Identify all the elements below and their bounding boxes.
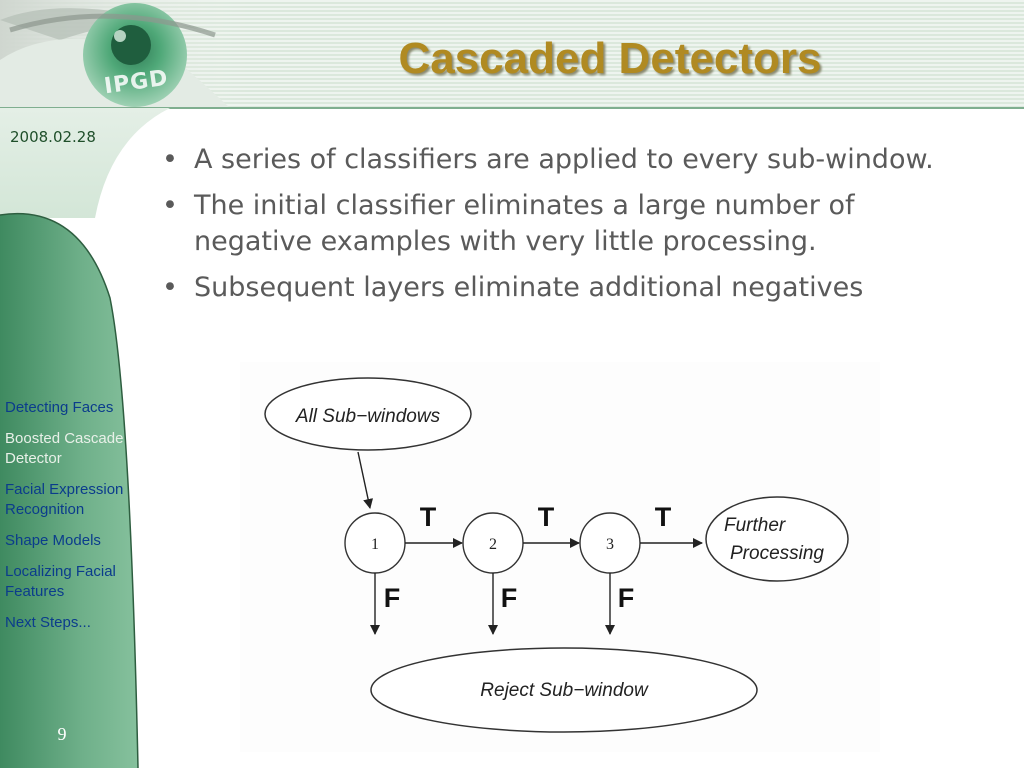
node-1-label: 1 [371, 536, 379, 553]
nav-item-detecting-faces[interactable]: Detecting Faces [5, 399, 114, 416]
nav-item-facial-expression-recognition[interactable]: Facial Expression Recognition [5, 481, 124, 518]
sidebar-background [0, 108, 170, 768]
true-label-3: T [655, 502, 672, 532]
slide-date: 2008.02.28 [10, 128, 96, 146]
nav-item-shape-models[interactable]: Shape Models [5, 532, 101, 549]
eye-logo [0, 0, 250, 108]
bullet-dot: • [162, 272, 178, 303]
slide-title: Cascaded Detectors [398, 34, 822, 83]
bullet-dot: • [162, 190, 178, 221]
true-label-2: T [538, 502, 555, 532]
nav-item-localizing-facial-features[interactable]: Localizing Facial Features [5, 563, 116, 600]
reject-label: Reject Sub−window [480, 680, 649, 701]
output-label-line1: Further [724, 515, 786, 536]
header-divider [0, 107, 1024, 109]
bullet-item: • A series of classifiers are applied to… [160, 142, 970, 178]
false-label-2: F [501, 583, 518, 613]
input-label: All Sub−windows [295, 406, 441, 427]
true-label-1: T [420, 502, 437, 532]
bullet-text: A series of classifiers are applied to e… [194, 144, 934, 175]
page-number: 9 [57, 724, 67, 744]
node-3-label: 3 [606, 536, 614, 553]
reject-ellipse [370, 647, 758, 733]
false-label-1: F [384, 583, 401, 613]
node-2-label: 2 [489, 536, 497, 553]
bullet-item: • Subsequent layers eliminate additional… [160, 270, 970, 306]
output-ellipse [705, 496, 849, 582]
cascade-diagram: All Sub−windows 1 2 3 T T T Further Proc… [240, 362, 880, 752]
bullet-list: • A series of classifiers are applied to… [160, 142, 970, 316]
bullet-dot: • [162, 144, 178, 175]
input-ellipse [264, 377, 472, 451]
nav-item-next-steps[interactable]: Next Steps... [5, 614, 91, 631]
arrow-input-to-node1 [357, 451, 374, 509]
false-label-3: F [618, 583, 635, 613]
bullet-text: Subsequent layers eliminate additional n… [194, 272, 864, 303]
output-label-line2: Processing [730, 543, 824, 564]
sidebar-nav: Detecting Faces Boosted Cascade Detector… [5, 398, 131, 644]
bullet-text: The initial classifier eliminates a larg… [194, 190, 855, 257]
nav-item-boosted-cascade-detector[interactable]: Boosted Cascade Detector [5, 430, 124, 467]
bullet-item: • The initial classifier eliminates a la… [160, 188, 970, 260]
